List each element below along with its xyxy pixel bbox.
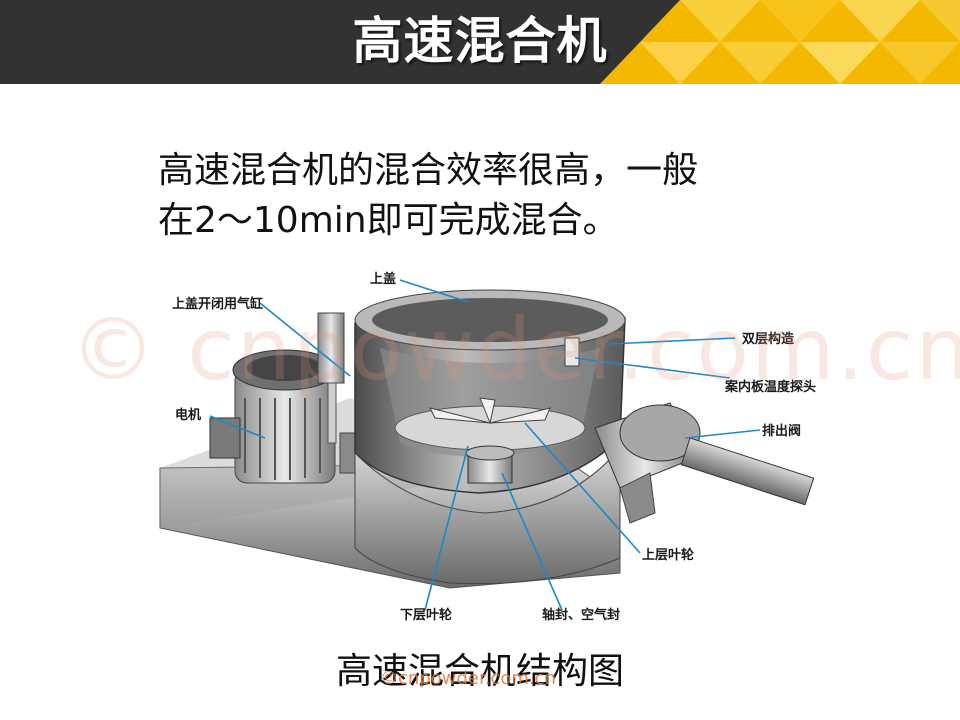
label-motor: 电机 bbox=[175, 408, 202, 423]
title-bar-decoration bbox=[600, 0, 960, 84]
label-double-layer: 双层构造 bbox=[742, 332, 795, 347]
label-shaft-seal: 轴封、空气封 bbox=[542, 608, 621, 623]
page-title: 高速混合机 bbox=[352, 12, 608, 70]
label-top-lid: 上盖 bbox=[370, 272, 397, 287]
label-lid-cylinder: 上盖开闭用气缸 bbox=[172, 297, 264, 312]
mixer-diagram: 上盖 上盖开闭用气缸 电机 双层构造 案内板温度探头 排出阀 上层叶轮 下层叶轮… bbox=[150, 258, 840, 638]
body-line-2: 在2～10min即可完成混合。 bbox=[158, 200, 619, 241]
label-temp-probe: 案内板温度探头 bbox=[725, 380, 817, 395]
body-text: 高速混合机的混合效率很高，一般 在2～10min即可完成混合。 bbox=[158, 146, 838, 246]
label-lower-impeller: 下层叶轮 bbox=[400, 608, 453, 623]
figure-caption: 高速混合机结构图 bbox=[335, 651, 624, 692]
label-discharge-valve: 排出阀 bbox=[762, 424, 802, 439]
label-upper-impeller: 上层叶轮 bbox=[642, 548, 695, 563]
title-bar: 高速混合机 bbox=[0, 0, 960, 84]
body-line-1: 高速混合机的混合效率很高，一般 bbox=[158, 150, 699, 191]
mixer-illustration bbox=[159, 279, 815, 611]
